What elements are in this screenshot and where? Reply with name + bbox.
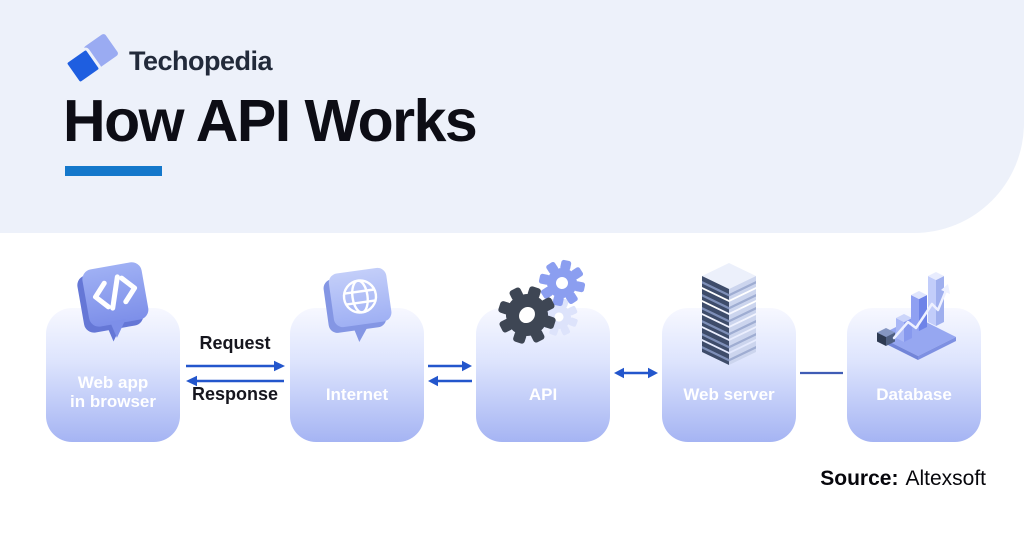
node-label: API [528,385,558,404]
request-label: Request [199,333,271,353]
connector-line [800,371,843,375]
node-label: Web app in browser [70,373,156,411]
flow-node-web-server: Web server [662,263,796,442]
flow-node-api: API [476,259,610,442]
brand: Techopedia [64,33,273,90]
source-label: Source: [820,467,899,490]
title-underline [65,166,162,176]
source-value: Altexsoft [905,467,986,490]
node-label: Internet [325,385,389,404]
node-label: Database [876,385,952,404]
brand-name: Techopedia [129,46,273,76]
source-credit: Source: Altexsoft [820,467,986,491]
node-label: Web server [683,385,775,404]
response-label: Response [191,384,279,404]
two-way-paired-arrows [428,360,472,387]
double-headed-arrow [614,367,658,379]
server-stack-icon [688,260,770,373]
flow-node-database: Database [847,272,981,442]
header-band: Techopedia How API Works [0,0,1024,233]
isometric-bar-chart-icon [866,264,962,365]
globe-chat-bubble-icon [316,264,398,355]
techopedia-logo-icon [64,33,118,90]
page-title: How API Works [63,88,478,154]
request-response-arrows [186,360,285,387]
flow-node-internet: Internet [290,267,424,442]
code-chat-bubble-icon [67,258,159,355]
flow-node-web-app: Web app in browser [46,262,180,442]
gears-icon [493,253,593,358]
